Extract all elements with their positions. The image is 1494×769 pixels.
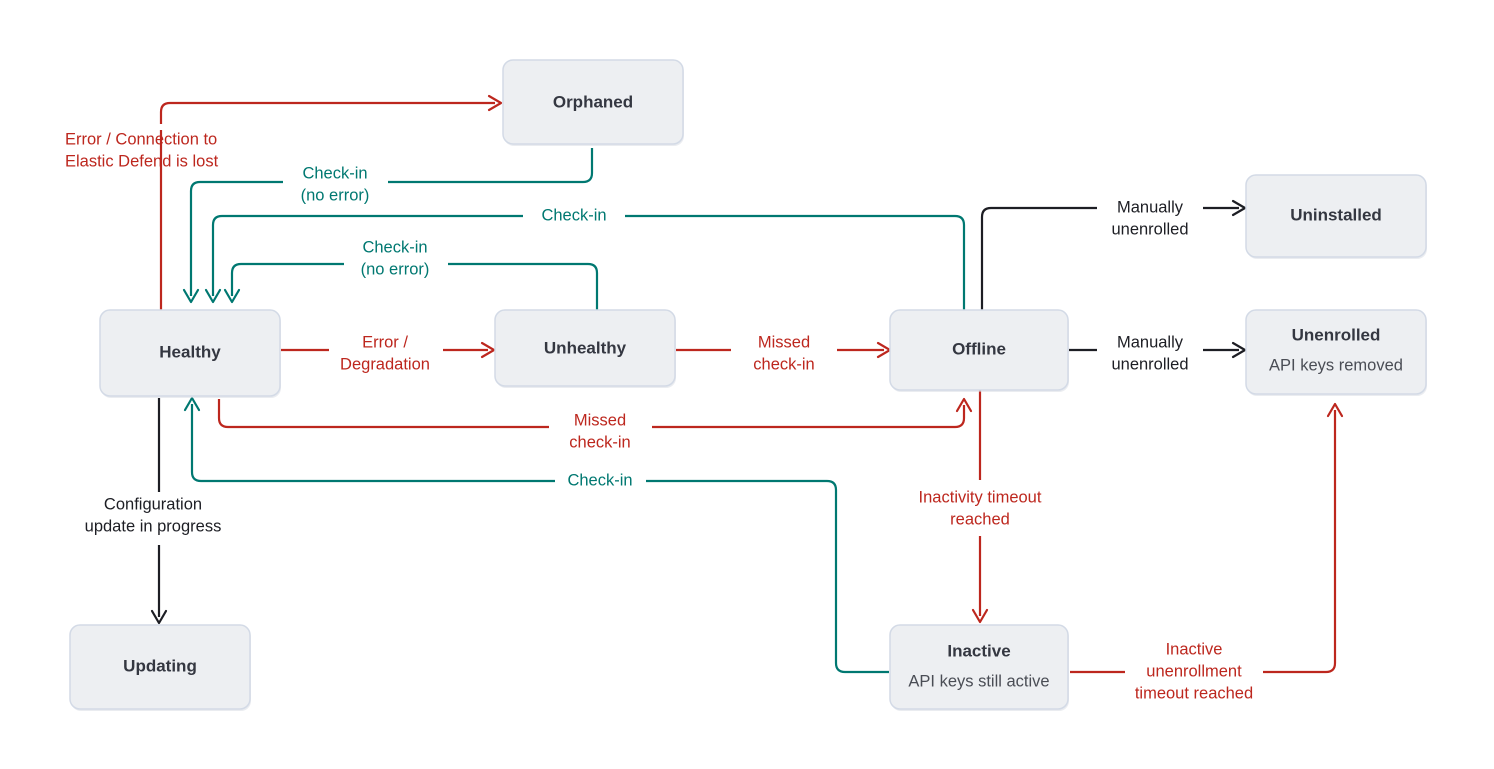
edge-inactive-to-unenrolled-label-line2: unenrollment [1146, 662, 1242, 680]
edge-unhealthy-to-healthy-label-line1: Check-in [362, 238, 427, 256]
edge-unhealthy-to-healthy-label-line2: (no error) [361, 260, 430, 278]
edge-offline-to-unenrolled-label-line2: unenrolled [1111, 355, 1188, 373]
edge-healthy-to-updating-label-line2: update in progress [85, 517, 222, 535]
edge-healthy-to-unhealthy-label-line1: Error / [362, 333, 408, 351]
node-uninstalled-rect[interactable] [1245, 174, 1427, 258]
edge-offline-to-healthy-arrowhead [204, 288, 222, 304]
node-updating-title: Updating [123, 656, 197, 675]
edge-offline-to-healthy-label-line1: Check-in [541, 206, 606, 224]
edge-orphaned-to-healthy-arrowhead [182, 288, 200, 304]
edge-offline-to-uninstalled-seg-left [980, 206, 1097, 310]
edge-offline-to-unenrolled: Manually unenrolled [1069, 333, 1247, 373]
edge-healthy-to-orphaned-label-line1: Error / Connection to [65, 130, 217, 148]
edge-healthy-to-unhealthy: Error / Degradation [281, 333, 496, 373]
edge-offline-to-healthy-seg-left [211, 214, 523, 296]
edge-unhealthy-to-offline-label-line2: check-in [753, 355, 814, 373]
edge-healthy-to-orphaned: Error / Connection to Elastic Defend is … [65, 94, 503, 310]
node-healthy[interactable]: Healthy [99, 309, 281, 398]
node-unenrolled-title: Unenrolled [1292, 325, 1381, 344]
node-inactive-subtitle: API keys still active [908, 672, 1049, 690]
edge-offline-to-uninstalled-label-line2: unenrolled [1111, 220, 1188, 238]
edge-inactive-to-unenrolled-seg-right [1263, 410, 1337, 674]
node-inactive[interactable]: Inactive API keys still active [889, 624, 1069, 711]
node-updating-rect[interactable] [69, 624, 251, 710]
node-inactive-rect[interactable] [889, 624, 1069, 710]
node-healthy-title: Healthy [159, 342, 221, 361]
edge-offline-to-inactive-arrowhead [971, 608, 989, 624]
edge-healthy-to-updating: Configuration update in progress [85, 398, 222, 625]
edge-offline-to-uninstalled-label-line1: Manually [1117, 198, 1184, 216]
edge-unhealthy-to-healthy-arrowhead [223, 288, 241, 304]
node-orphaned[interactable]: Orphaned [502, 59, 684, 146]
node-healthy-rect[interactable] [99, 309, 281, 397]
edge-unhealthy-to-healthy-seg-left [230, 262, 344, 296]
edge-inactive-to-unenrolled: Inactive unenrollment timeout reached [1070, 402, 1344, 702]
edge-orphaned-to-healthy-seg-right [388, 148, 594, 184]
edge-offline-to-healthy-seg-right [625, 214, 966, 310]
edge-healthy-to-unhealthy-arrowhead [480, 341, 496, 359]
node-uninstalled[interactable]: Uninstalled [1245, 174, 1427, 259]
node-unhealthy[interactable]: Unhealthy [494, 309, 676, 388]
edge-offline-to-inactive-label-line1: Inactivity timeout [919, 488, 1042, 506]
edge-healthy-to-offline-seg-left [217, 399, 549, 429]
node-inactive-title: Inactive [947, 641, 1010, 660]
edge-offline-to-uninstalled-arrowhead [1231, 199, 1247, 217]
edge-offline-to-inactive-label-line2: reached [950, 510, 1010, 528]
edge-offline-to-unenrolled-arrowhead [1231, 341, 1247, 359]
edge-healthy-to-offline-label-line1: Missed [574, 411, 626, 429]
edge-orphaned-to-healthy-label-line2: (no error) [301, 186, 370, 204]
edge-inactive-to-healthy-seg-left [190, 404, 555, 483]
node-uninstalled-title: Uninstalled [1290, 205, 1382, 224]
node-offline-rect[interactable] [889, 309, 1069, 391]
edge-unhealthy-to-offline: Missed check-in [676, 333, 892, 373]
node-orphaned-title: Orphaned [553, 92, 633, 111]
edge-inactive-to-unenrolled-label-line3: timeout reached [1135, 684, 1253, 702]
edge-healthy-to-updating-label-line1: Configuration [104, 495, 202, 513]
edge-inactive-to-healthy-seg-right [646, 479, 889, 674]
node-offline-title: Offline [952, 339, 1006, 358]
node-unenrolled-rect[interactable] [1245, 309, 1427, 395]
edge-unhealthy-to-healthy-seg-right [448, 262, 599, 310]
edge-orphaned-to-healthy-seg-left [189, 180, 283, 296]
node-offline[interactable]: Offline [889, 309, 1069, 392]
node-unhealthy-title: Unhealthy [544, 338, 627, 357]
node-unenrolled[interactable]: Unenrolled API keys removed [1245, 309, 1427, 396]
node-updating[interactable]: Updating [69, 624, 251, 711]
edge-healthy-to-offline-arrowhead [955, 397, 973, 413]
edge-healthy-to-offline-label-line2: check-in [569, 433, 630, 451]
edge-healthy-to-offline: Missed check-in [217, 397, 973, 451]
edge-healthy-to-unhealthy-label-line2: Degradation [340, 355, 430, 373]
node-orphaned-rect[interactable] [502, 59, 684, 145]
node-unhealthy-rect[interactable] [494, 309, 676, 387]
edge-unhealthy-to-healthy: Check-in (no error) [223, 238, 599, 310]
edge-offline-to-unenrolled-label-line1: Manually [1117, 333, 1184, 351]
edge-inactive-to-unenrolled-arrowhead [1326, 402, 1344, 418]
edge-unhealthy-to-offline-label-line1: Missed [758, 333, 810, 351]
edge-healthy-to-offline-seg-right [652, 405, 966, 429]
edge-inactive-to-unenrolled-label-line1: Inactive [1166, 640, 1223, 658]
edge-offline-to-inactive: Inactivity timeout reached [919, 390, 1042, 624]
edge-orphaned-to-healthy-label-line1: Check-in [302, 164, 367, 182]
edge-orphaned-to-healthy: Check-in (no error) [182, 148, 594, 304]
edge-healthy-to-updating-arrowhead [150, 609, 168, 625]
node-unenrolled-subtitle: API keys removed [1269, 356, 1403, 374]
edge-inactive-to-healthy: Check-in [183, 396, 889, 674]
edge-healthy-to-orphaned-seg-upper [159, 101, 495, 124]
edge-healthy-to-orphaned-label-line2: Elastic Defend is lost [65, 152, 219, 170]
edge-healthy-to-orphaned-arrowhead [487, 94, 503, 112]
edge-inactive-to-healthy-label-line1: Check-in [567, 471, 632, 489]
edge-offline-to-healthy: Check-in [204, 206, 966, 310]
edge-offline-to-uninstalled: Manually unenrolled [980, 198, 1247, 310]
